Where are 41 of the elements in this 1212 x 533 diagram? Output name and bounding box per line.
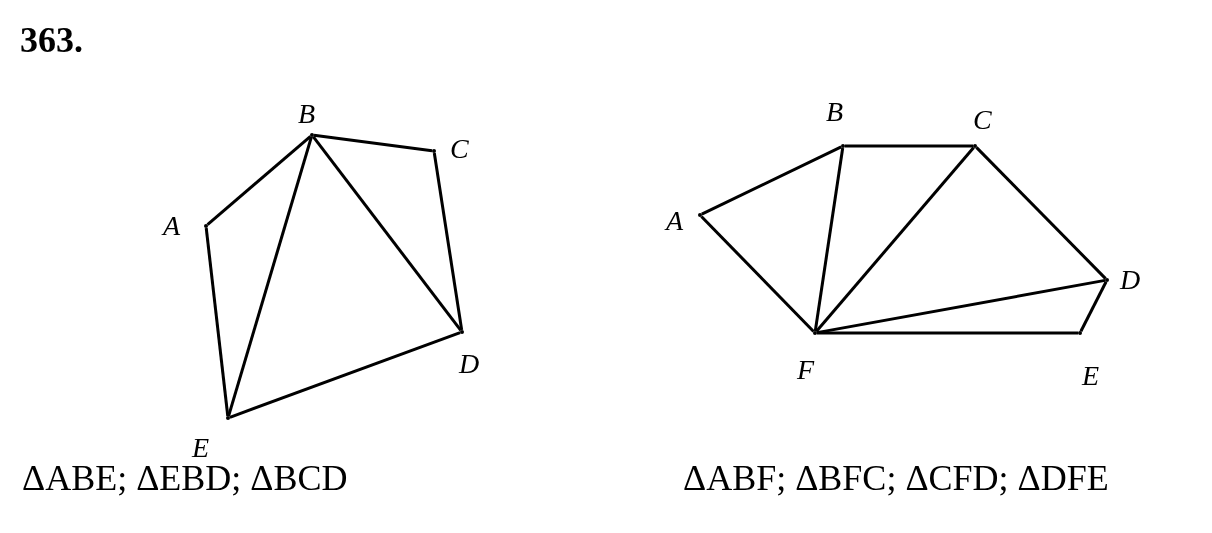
line-segment — [816, 278, 1106, 335]
vertex-point — [226, 416, 230, 420]
line-segment — [975, 146, 1107, 280]
vertex-label: D — [459, 350, 480, 378]
vertex-label: F — [797, 356, 815, 384]
vertex-point — [310, 133, 314, 137]
problem-number: 363. — [20, 22, 83, 58]
vertex-label: C — [450, 135, 469, 163]
line-segment — [817, 331, 1078, 335]
line-segment — [312, 135, 462, 332]
vertex-point — [698, 213, 702, 217]
line-segment — [815, 146, 975, 333]
vertex-label: D — [1120, 266, 1141, 294]
vertex-point — [1105, 278, 1109, 282]
vertex-point — [813, 331, 817, 335]
vertex-label: C — [973, 106, 992, 134]
line-segment — [206, 135, 312, 226]
line-segment — [229, 331, 461, 419]
vertex-label: E — [1082, 362, 1100, 390]
line-segment — [432, 152, 464, 331]
line-segment — [701, 145, 842, 216]
line-segment — [700, 215, 815, 333]
vertex-point — [1078, 331, 1082, 335]
line-segment — [1079, 281, 1108, 332]
vertex-point — [841, 144, 845, 148]
vertex-point — [204, 224, 208, 228]
line-segment — [813, 147, 845, 332]
vertex-label: A — [163, 212, 181, 240]
line-segment — [845, 144, 973, 148]
vertex-point — [973, 144, 977, 148]
triangle-list: ΔABF; ΔBFC; ΔCFD; ΔDFE — [683, 460, 1109, 496]
vertex-label: A — [666, 207, 684, 235]
vertex-label: B — [826, 98, 844, 126]
vertex-label: E — [192, 434, 210, 462]
vertex-point — [460, 330, 464, 334]
triangle-list: ΔABE; ΔEBD; ΔBCD — [22, 460, 348, 496]
line-segment — [204, 227, 230, 417]
vertex-label: B — [298, 100, 316, 128]
vertex-point — [432, 149, 436, 153]
line-segment — [313, 133, 433, 153]
line-segment — [227, 136, 313, 417]
